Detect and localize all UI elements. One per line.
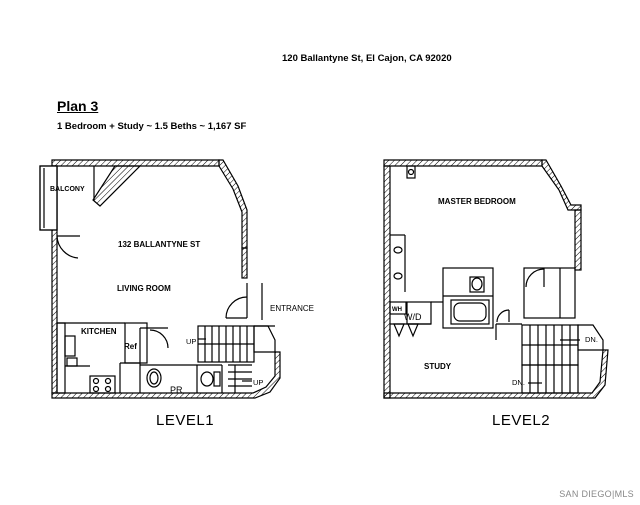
kitchen-counters	[56, 322, 125, 394]
level2-vanity	[390, 234, 406, 292]
level2-laundry	[389, 301, 510, 338]
level2-plan	[383, 159, 609, 399]
level2-label-washer-dryer: W/D	[404, 312, 422, 322]
level1-caption: LEVEL1	[156, 412, 215, 429]
balcony	[39, 165, 58, 231]
plan-title: Plan 3	[57, 98, 99, 114]
level1-label-living-room: LIVING ROOM	[117, 284, 171, 293]
level2-stairs-down-label-2: DN.	[512, 378, 525, 387]
level1-label-unit: 132 BALLANTYNE ST	[118, 240, 200, 249]
level1-label-entrance: ENTRANCE	[270, 304, 314, 313]
mls-watermark: SAN DIEGO|MLS	[559, 489, 634, 499]
level2-label-study: STUDY	[424, 362, 452, 371]
level2-label-water-heater: WH	[392, 307, 402, 313]
level2-bathroom	[442, 267, 494, 329]
balcony-diagonal-wall	[92, 165, 142, 207]
level1-label-ref: Ref	[124, 342, 137, 351]
property-address: 120 Ballantyne St, El Cajon, CA 92020	[282, 53, 452, 64]
level2-closet	[523, 267, 576, 319]
level1-stairs	[197, 325, 276, 393]
level2-outer-walls	[383, 159, 609, 399]
balcony-door	[56, 235, 80, 259]
level1-label-kitchen: KITCHEN	[81, 327, 117, 336]
level2-stairs	[495, 323, 604, 394]
level1-stairs-up-label: UP	[186, 337, 196, 346]
entrance-door	[225, 283, 263, 320]
level1-stairs-up-label-2: UP	[253, 378, 263, 387]
level2-stairs-down-label: DN.	[585, 335, 598, 344]
plan-subtitle: 1 Bedroom + Study ~ 1.5 Beths ~ 1,167 SF	[57, 121, 247, 132]
level1-label-powder-room: PR	[170, 385, 183, 395]
kitchen-walls	[119, 322, 169, 393]
level2-label-master-bedroom: MASTER BEDROOM	[438, 197, 516, 206]
powder-room	[140, 364, 222, 393]
level1-plan	[39, 159, 281, 399]
level1-label-balcony: BALCONY	[50, 186, 85, 193]
level2-caption: LEVEL2	[492, 412, 551, 429]
